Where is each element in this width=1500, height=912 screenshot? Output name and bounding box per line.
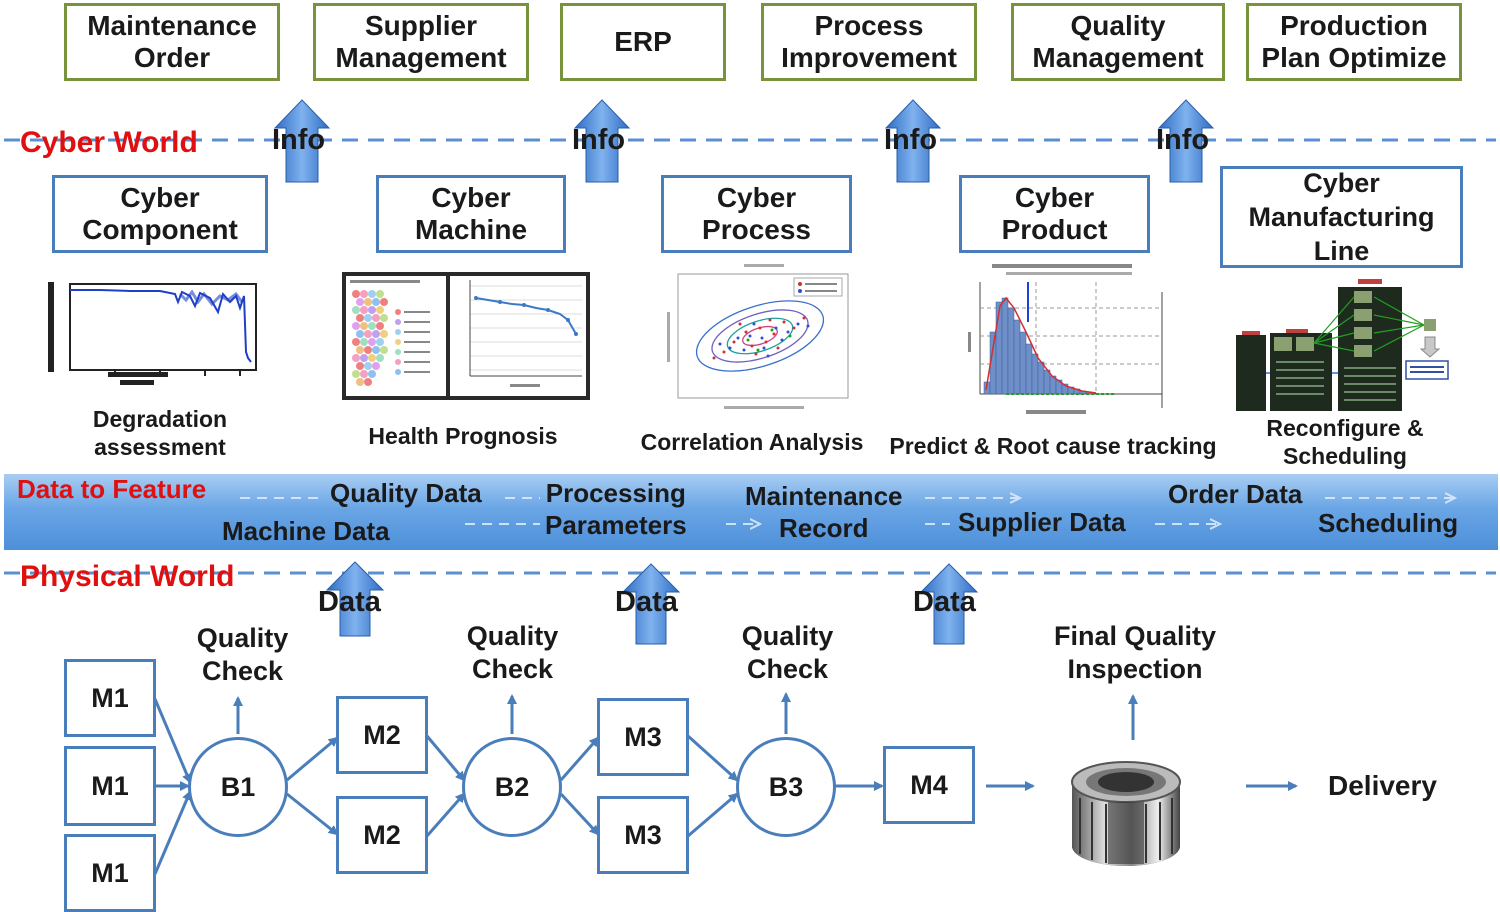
order-data-label: Order Data — [1168, 479, 1303, 509]
info-label-2: Info — [572, 124, 626, 156]
degradation-assessment-caption: Degradation assessment — [92, 406, 228, 460]
info-label-1: Info — [272, 124, 326, 156]
info-label-4: Info — [1156, 124, 1210, 156]
process-improvement-box: Process Improvement — [761, 3, 977, 81]
info-arrow-3 — [884, 99, 942, 183]
machine-m1-top: M1 — [64, 659, 156, 737]
delivery-label: Delivery — [1328, 770, 1437, 801]
correlation-analysis-caption: Correlation Analysis — [640, 429, 864, 455]
degradation-plot-thumbnail — [48, 282, 257, 385]
info-label-3: Info — [884, 124, 938, 156]
machine-m2-bottom: M2 — [336, 796, 428, 874]
erp-box: ERP — [560, 3, 726, 81]
correlation-analysis-thumbnail — [664, 262, 854, 412]
machine-m3-bottom: M3 — [597, 796, 689, 874]
data-arrow-3 — [919, 563, 979, 645]
quality-check-3: Quality Check — [741, 621, 834, 684]
quality-data-label: Quality Data — [330, 478, 482, 508]
data-arrow-1 — [325, 561, 385, 637]
buffer-b2: B2 — [462, 737, 562, 837]
cyber-product-box: Cyber Product — [959, 175, 1150, 253]
predict-root-cause-caption: Predict & Root cause tracking — [889, 433, 1217, 459]
health-prognosis-thumbnail — [342, 272, 590, 400]
info-arrow-4 — [1157, 99, 1215, 183]
machine-m3-top: M3 — [597, 698, 689, 776]
physical-world-label: Physical World — [20, 560, 235, 593]
supplier-management-box: Supplier Management — [313, 3, 529, 81]
data-label-1: Data — [318, 586, 381, 618]
quality-check-1: Quality Check — [196, 623, 289, 686]
reconfigure-scheduling-caption: Reconfigure & Scheduling — [1266, 415, 1424, 469]
data-arrow-2 — [621, 563, 681, 645]
band-dashed-arrows — [240, 474, 1500, 550]
cyber-process-box: Cyber Process — [661, 175, 852, 253]
data-label-3: Data — [913, 586, 976, 618]
info-arrow-2 — [573, 99, 631, 183]
bearing-image — [1071, 761, 1181, 866]
manufacturing-line-thumbnail — [1236, 279, 1449, 411]
info-arrow-1 — [273, 99, 331, 183]
machine-data-label: Machine Data — [222, 516, 390, 546]
scheduling-label: Scheduling — [1318, 508, 1459, 538]
supplier-data-label: Supplier Data — [958, 507, 1126, 537]
cyber-world-label: Cyber World — [20, 126, 198, 159]
production-plan-optimize-box: Production Plan Optimize — [1246, 3, 1462, 81]
data-to-feature-band — [4, 474, 1498, 550]
cyber-machine-box: Cyber Machine — [376, 175, 566, 253]
data-to-feature-title: Data to Feature — [17, 474, 207, 504]
buffer-b3: B3 — [736, 737, 836, 837]
predict-root-cause-thumbnail — [966, 262, 1166, 422]
cyber-manufacturing-line-box: Cyber Manufacturing Line — [1220, 166, 1463, 268]
machine-m2-top: M2 — [336, 696, 428, 774]
maintenance-order-box: Maintenance Order — [64, 3, 280, 81]
final-quality-inspection: Final Quality Inspection — [1053, 621, 1217, 684]
health-prognosis-caption: Health Prognosis — [368, 423, 558, 449]
cyber-component-box: Cyber Component — [52, 175, 268, 253]
machine-m1-middle: M1 — [64, 746, 156, 826]
processing-parameters-label: Processing Parameters — [545, 478, 687, 540]
data-label-2: Data — [615, 586, 678, 618]
quality-management-box: Quality Management — [1011, 3, 1225, 81]
machine-m4: M4 — [883, 746, 975, 824]
buffer-b1: B1 — [188, 737, 288, 837]
quality-check-2: Quality Check — [466, 621, 559, 684]
machine-m1-bottom: M1 — [64, 834, 156, 912]
maintenance-record-label: Maintenance Record — [745, 481, 903, 543]
